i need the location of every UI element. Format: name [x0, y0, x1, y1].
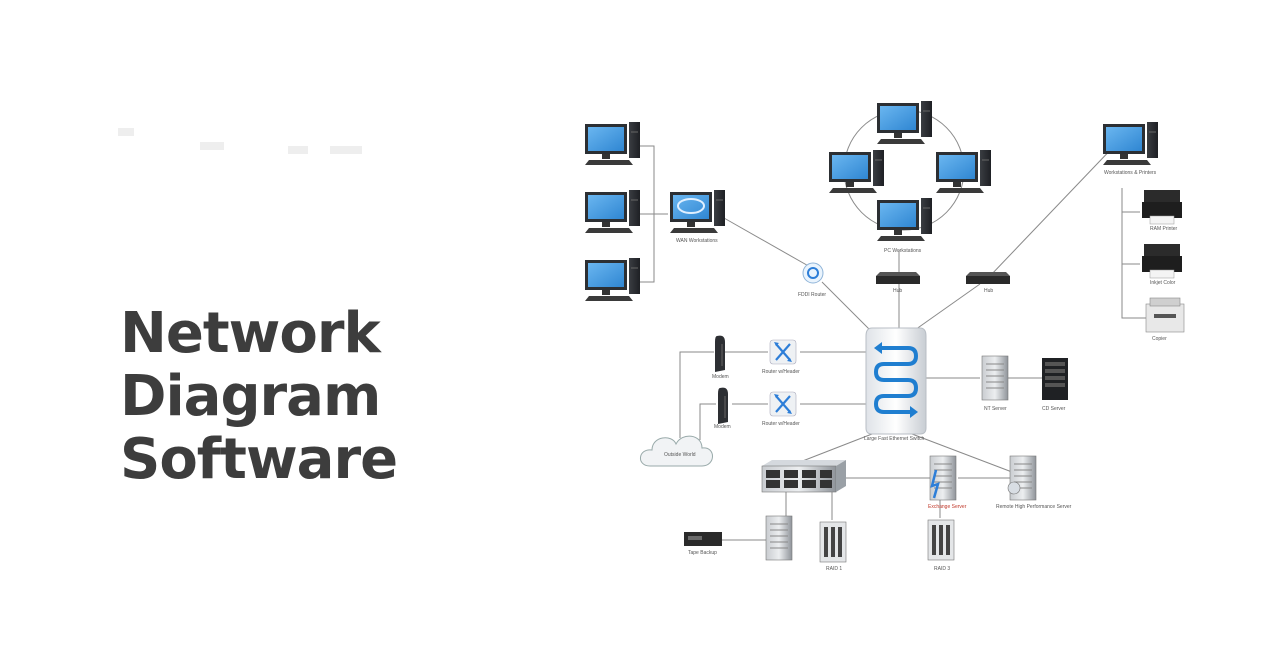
- wan-workstation: [669, 189, 726, 234]
- label-raid3: RAID 3: [934, 566, 950, 572]
- hub-icon: [876, 272, 920, 284]
- label-hub2: Hub: [984, 288, 993, 294]
- label-pc: PC Workstations: [884, 248, 922, 254]
- server-tower-icon: [765, 515, 793, 561]
- label-ntserver: NT Server: [984, 406, 1007, 412]
- modem-icon: [717, 387, 729, 425]
- label-exchange: Exchange Server: [928, 504, 967, 510]
- printer-icon: [1141, 189, 1183, 225]
- label-modem1: Modem: [712, 374, 729, 380]
- copier-icon: [1145, 297, 1185, 333]
- computer-icon: [876, 197, 933, 242]
- hub-icon: [966, 272, 1010, 284]
- label-fddi: FDDI Router: [798, 292, 826, 298]
- page-title: Network Diagram Software: [120, 301, 398, 492]
- label-copier: Copier: [1152, 336, 1167, 342]
- label-remote: Remote High Performance Server: [996, 504, 1072, 510]
- label-switch: Large Fast Ethernet Switch: [864, 436, 925, 442]
- faded-text-artifact: [118, 128, 362, 154]
- label-wan: WAN Workstations: [676, 238, 718, 244]
- server-tower-icon: [981, 355, 1009, 401]
- cloud-icon: [640, 435, 713, 467]
- remote-server-icon: [1007, 455, 1037, 501]
- computer-icon: [876, 100, 933, 145]
- label-hub1: Hub: [893, 288, 902, 294]
- label-cdserver: CD Server: [1042, 406, 1066, 412]
- modem-icon: [714, 335, 726, 373]
- title-line-1: Network: [120, 301, 381, 366]
- title-line-2: Diagram: [120, 364, 381, 429]
- computer-icon: [828, 149, 885, 194]
- connection-lines: [640, 141, 1146, 541]
- router-icon: [768, 338, 798, 366]
- fddi-router-icon: [802, 262, 824, 284]
- title-line-3: Software: [120, 427, 398, 492]
- tape-backup-icon: [684, 532, 722, 546]
- label-outside: Outside World: [664, 452, 696, 458]
- label-raid1: RAID 1: [826, 566, 842, 572]
- raid-icon: [819, 521, 847, 563]
- raid-icon: [927, 519, 955, 561]
- printer-icon: [1141, 243, 1183, 279]
- label-printer2: Inkjet Color: [1150, 280, 1176, 286]
- label-router2: Router w/Header: [762, 421, 800, 427]
- computer-icon: [584, 121, 641, 166]
- label-router1: Router w/Header: [762, 369, 800, 375]
- label-modem2: Modem: [714, 424, 731, 430]
- computer-icon: [935, 149, 992, 194]
- exchange-server-icon: [929, 455, 957, 501]
- label-wsp: Workstations & Printers: [1104, 170, 1157, 176]
- label-tape: Tape Backup: [688, 550, 717, 556]
- switch-icon: [865, 327, 927, 435]
- computer-icon: [584, 189, 641, 234]
- router-icon: [768, 390, 798, 418]
- cd-server-icon: [1042, 358, 1068, 400]
- computer-icon: [584, 257, 641, 302]
- computer-icon: [1102, 121, 1159, 166]
- label-printer1: RAM Printer: [1150, 226, 1178, 232]
- storage-array-icon: [761, 460, 846, 493]
